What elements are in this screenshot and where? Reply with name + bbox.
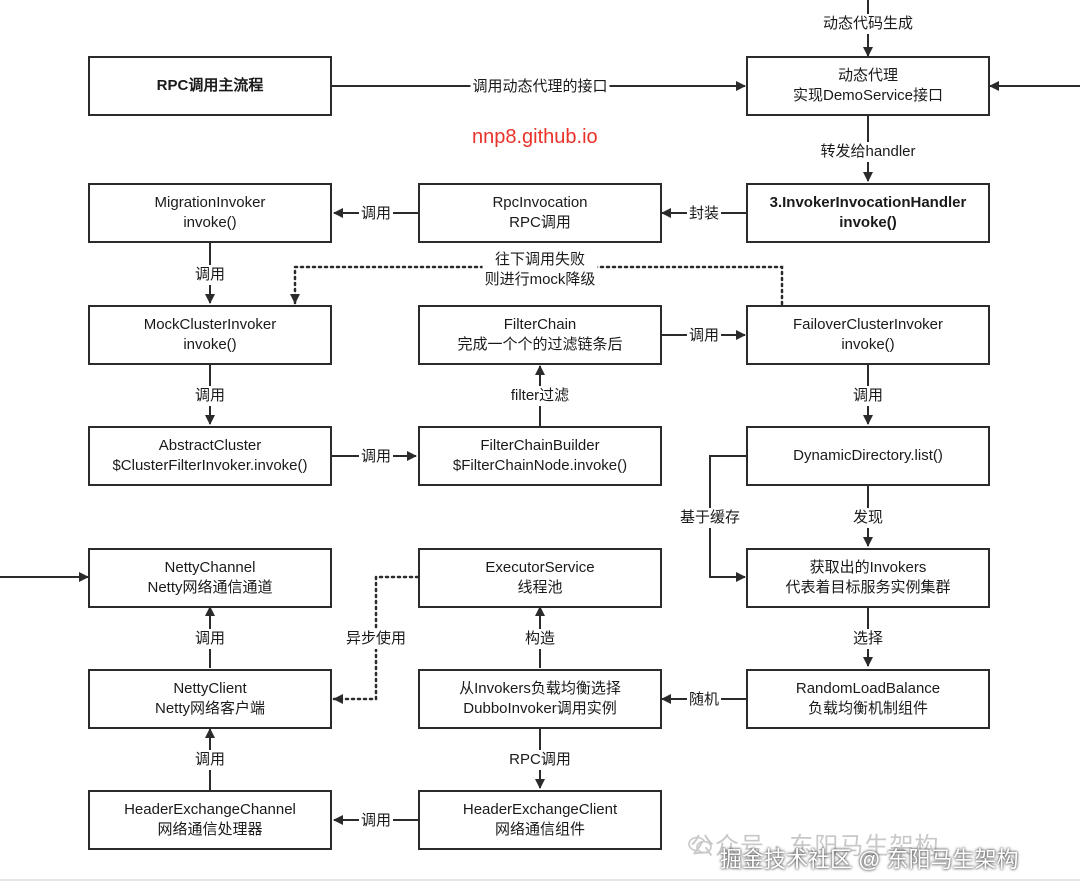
box-random-lb-line2: 负载均衡机制组件 bbox=[807, 700, 928, 717]
label-call-8: 调用 bbox=[192, 750, 228, 770]
box-header-exchange-client: HeaderExchangeClient 网络通信组件 bbox=[418, 790, 662, 850]
label-call-6: 调用 bbox=[850, 386, 886, 406]
box-migration-line2: invoke() bbox=[183, 214, 237, 231]
box-netty-channel-line2: Netty网络通信通道 bbox=[147, 579, 273, 596]
box-rpc-main: RPC调用主流程 bbox=[88, 56, 332, 116]
watermark-line2: 掘金技术社区 @ 东阳马生架构 bbox=[720, 847, 1019, 872]
label-fallback-line2: 则进行mock降级 bbox=[484, 271, 596, 288]
label-call-7: 调用 bbox=[192, 629, 228, 649]
edge-fallback bbox=[290, 265, 784, 306]
watermark-line1: 公众号 · 东阳马生架构 bbox=[690, 833, 940, 860]
label-rpc-call: RPC调用 bbox=[507, 750, 573, 770]
box-proxy-line2: 实现DemoService接口 bbox=[792, 87, 944, 104]
box-netty-client-line1: NettyClient bbox=[173, 680, 247, 697]
box-random-lb: RandomLoadBalance 负载均衡机制组件 bbox=[746, 669, 990, 729]
box-filter-chain: FilterChain 完成一个个的过滤链条后 bbox=[418, 305, 662, 365]
box-mock: MockClusterInvoker invoke() bbox=[88, 305, 332, 365]
box-lb-select-line1: 从Invokers负载均衡选择 bbox=[459, 680, 621, 697]
box-invokers-line1: 获取出的Invokers bbox=[809, 559, 927, 576]
label-call-3: 调用 bbox=[192, 386, 228, 406]
box-mock-line2: invoke() bbox=[183, 336, 237, 353]
label-discover: 发现 bbox=[850, 508, 886, 528]
label-cache: 基于缓存 bbox=[677, 508, 743, 528]
box-executor: ExecutorService 线程池 bbox=[418, 548, 662, 608]
label-call-5: 调用 bbox=[686, 326, 722, 346]
label-build: 构造 bbox=[522, 629, 558, 649]
box-netty-channel-line1: NettyChannel bbox=[164, 559, 256, 576]
box-proxy-line1: 动态代理 bbox=[837, 67, 898, 84]
label-dyn-gen: 动态代码生成 bbox=[820, 14, 916, 34]
box-failover: FailoverClusterInvoker invoke() bbox=[746, 305, 990, 365]
box-filter-builder-line2: $FilterChainNode.invoke() bbox=[452, 457, 628, 474]
label-fallback-line1: 往下调用失败 bbox=[494, 251, 585, 268]
box-rpc-main-text: RPC调用主流程 bbox=[156, 77, 264, 94]
box-lb-select-line2: DubboInvoker调用实例 bbox=[463, 700, 617, 717]
label-call-1: 调用 bbox=[358, 204, 394, 224]
box-filter-builder: FilterChainBuilder $FilterChainNode.invo… bbox=[418, 426, 662, 486]
box-rpc-invocation-line1: RpcInvocation bbox=[492, 194, 588, 211]
box-abstract-cluster-line2: $ClusterFilterInvoker.invoke() bbox=[112, 457, 308, 474]
box-filter-chain-line1: FilterChain bbox=[503, 316, 577, 333]
box-dynamic-directory: DynamicDirectory.list() bbox=[746, 426, 990, 486]
label-call-proxy: 调用动态代理的接口 bbox=[470, 77, 610, 97]
box-failover-line1: FailoverClusterInvoker bbox=[792, 316, 944, 333]
box-mock-line1: MockClusterInvoker bbox=[143, 316, 277, 333]
label-call-4: 调用 bbox=[358, 447, 394, 467]
box-abstract-cluster: AbstractCluster $ClusterFilterInvoker.in… bbox=[88, 426, 332, 486]
box-header-exchange-channel-line2: 网络通信处理器 bbox=[157, 821, 263, 838]
label-call-2: 调用 bbox=[192, 265, 228, 285]
label-call-9: 调用 bbox=[358, 811, 394, 831]
box-handler: 3.InvokerInvocationHandler invoke() bbox=[746, 183, 990, 243]
box-lb-select: 从Invokers负载均衡选择 DubboInvoker调用实例 bbox=[418, 669, 662, 729]
box-failover-line2: invoke() bbox=[841, 336, 895, 353]
box-filter-builder-line1: FilterChainBuilder bbox=[480, 437, 600, 454]
box-rpc-invocation: RpcInvocation RPC调用 bbox=[418, 183, 662, 243]
site-url: nnp8.github.io bbox=[472, 126, 598, 148]
box-proxy: 动态代理 实现DemoService接口 bbox=[746, 56, 990, 116]
box-invokers-line2: 代表着目标服务实例集群 bbox=[785, 579, 951, 596]
wechat-icon bbox=[688, 836, 712, 854]
label-encap: 封装 bbox=[686, 204, 722, 224]
box-dynamic-directory-line1: DynamicDirectory.list() bbox=[793, 447, 943, 464]
box-header-exchange-client-line2: 网络通信组件 bbox=[494, 821, 585, 838]
box-handler-line1: 3.InvokerInvocationHandler bbox=[769, 194, 967, 211]
box-abstract-cluster-line1: AbstractCluster bbox=[158, 437, 262, 454]
box-netty-client-line2: Netty网络客户端 bbox=[154, 700, 265, 717]
box-executor-line1: ExecutorService bbox=[485, 559, 595, 576]
box-netty-client: NettyClient Netty网络客户端 bbox=[88, 669, 332, 729]
box-executor-line2: 线程池 bbox=[517, 579, 563, 596]
box-rpc-invocation-line2: RPC调用 bbox=[509, 214, 571, 231]
box-invokers: 获取出的Invokers 代表着目标服务实例集群 bbox=[746, 548, 990, 608]
label-select: 选择 bbox=[850, 629, 886, 649]
box-migration-line1: MigrationInvoker bbox=[154, 194, 266, 211]
box-header-exchange-channel: HeaderExchangeChannel 网络通信处理器 bbox=[88, 790, 332, 850]
label-async: 异步使用 bbox=[343, 629, 409, 649]
box-header-exchange-channel-line1: HeaderExchangeChannel bbox=[124, 801, 296, 818]
label-forward: 转发给handler bbox=[818, 142, 918, 162]
label-filter: filter过滤 bbox=[508, 386, 572, 406]
label-fallback: 往下调用失败 则进行mock降级 bbox=[482, 250, 598, 290]
box-header-exchange-client-line1: HeaderExchangeClient bbox=[462, 801, 618, 818]
box-filter-chain-line2: 完成一个个的过滤链条后 bbox=[457, 336, 623, 353]
box-netty-channel: NettyChannel Netty网络通信通道 bbox=[88, 548, 332, 608]
box-migration: MigrationInvoker invoke() bbox=[88, 183, 332, 243]
box-handler-line2: invoke() bbox=[839, 214, 897, 231]
label-random: 随机 bbox=[686, 690, 722, 710]
box-random-lb-line1: RandomLoadBalance bbox=[795, 680, 941, 697]
